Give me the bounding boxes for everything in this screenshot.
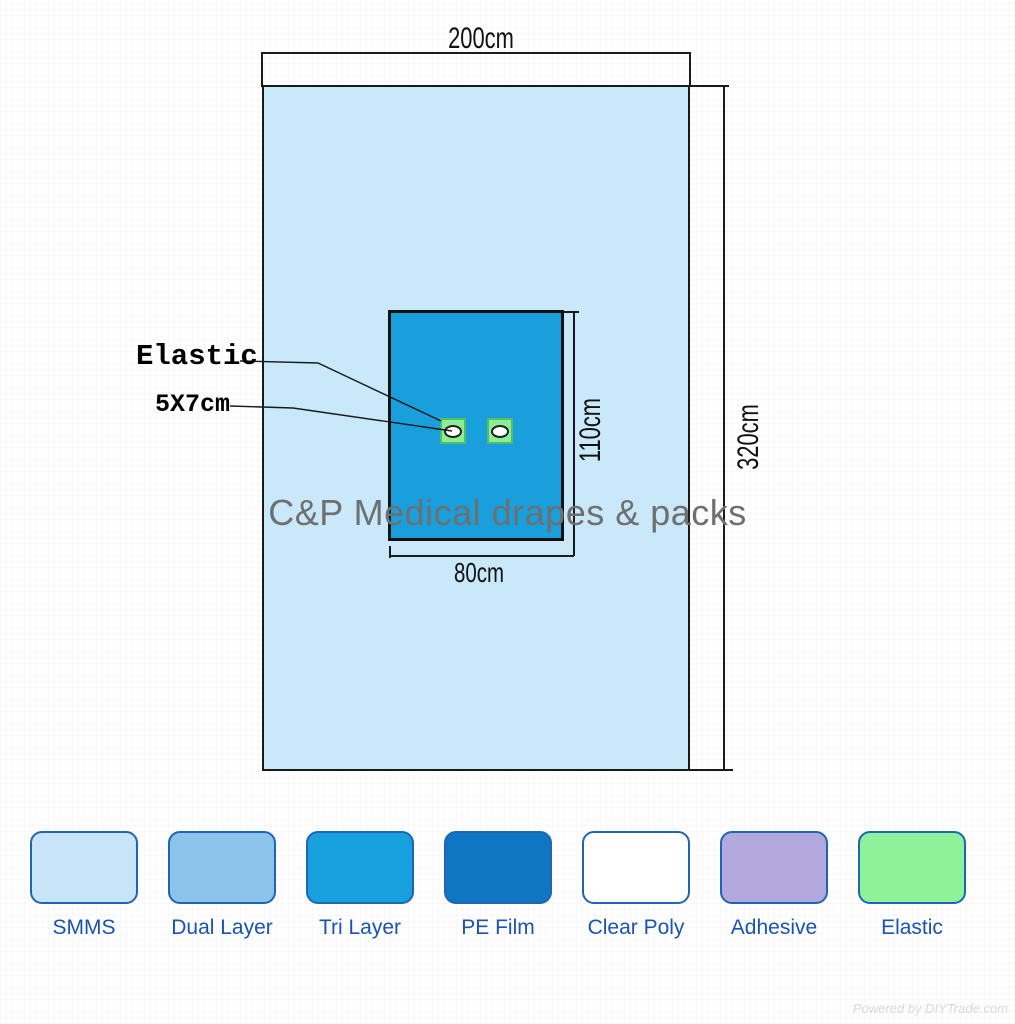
swatch-pe-film [444, 831, 552, 904]
legend-item-tri-layer: Tri Layer [306, 831, 414, 940]
legend-item-elastic: Elastic [858, 831, 966, 940]
legend-label: Adhesive [730, 916, 818, 939]
swatch-elastic [858, 831, 966, 904]
legend-item-smms: SMMS [30, 831, 138, 940]
legend-item-pe-film: PE Film [444, 831, 552, 940]
swatch-adhesive [720, 831, 828, 904]
brand-watermark: C&P Medical drapes & packs [268, 492, 747, 533]
legend-label: Elastic [881, 916, 943, 939]
dimension-bracket-right [689, 85, 733, 771]
swatch-dual-layer [168, 831, 276, 904]
fenestration-patch-left [440, 418, 466, 444]
swatch-clear-poly [582, 831, 690, 904]
fenestration-hole [444, 424, 462, 438]
swatch-smms [30, 831, 138, 904]
callout-elastic: Elastic [136, 340, 258, 373]
legend-label: PE Film [461, 916, 535, 939]
legend-item-dual-layer: Dual Layer [168, 831, 276, 940]
fenestration-patch-right [487, 418, 513, 444]
legend-label: SMMS [52, 916, 116, 939]
legend-item-adhesive: Adhesive [720, 831, 828, 940]
swatch-tri-layer [306, 831, 414, 904]
dimension-label-outer-width: 200cm [448, 22, 514, 55]
materials-legend: SMMS Dual Layer Tri Layer PE Film Clear … [30, 831, 966, 940]
dimension-label-inner-height: 110cm [574, 397, 607, 463]
dimension-label-outer-height: 320cm [732, 404, 765, 470]
fenestration-hole [491, 424, 509, 438]
callout-fenestration-size: 5X7cm [155, 390, 231, 419]
credit-watermark: Powered by DIYTrade.com [852, 1001, 1008, 1016]
legend-item-clear-poly: Clear Poly [582, 831, 690, 940]
legend-label: Dual Layer [171, 916, 273, 939]
legend-label: Tri Layer [318, 916, 402, 939]
legend-label: Clear Poly [587, 916, 685, 939]
dimension-label-inner-width: 80cm [454, 557, 504, 588]
dimension-bracket-top [261, 52, 691, 87]
